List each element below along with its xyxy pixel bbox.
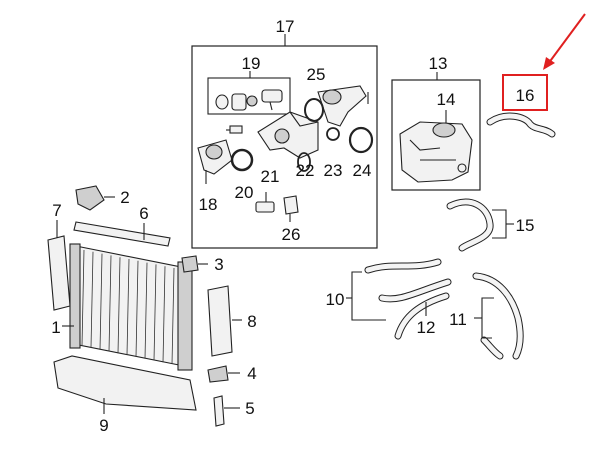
seal-ring-25: [304, 98, 324, 122]
lower-shield-9: [53, 355, 197, 411]
pointer-arrow-shaft: [547, 13, 586, 65]
fitting-26: [283, 195, 299, 222]
hose-11: [472, 272, 524, 360]
seal-22: [297, 152, 311, 172]
callout-7: 7: [52, 201, 61, 220]
callout-5: 5: [245, 399, 254, 418]
hose-10: [364, 258, 452, 303]
hose-12: [394, 292, 450, 340]
expansion-tank: [399, 121, 473, 183]
sensor-kit-parts: [215, 89, 283, 111]
hose-15: [446, 198, 494, 252]
radiator-1: [69, 243, 193, 371]
seal-24: [348, 126, 374, 154]
callout-13: 13: [429, 54, 448, 73]
bracket-2: [75, 185, 105, 211]
group-box-13: [391, 79, 481, 191]
callout-4: 4: [247, 364, 256, 383]
clip-4: [207, 365, 229, 383]
bracket-15: [492, 209, 507, 239]
thermostat-housing: [226, 111, 319, 159]
fastener-5: [213, 395, 225, 427]
callout-6: 6: [139, 204, 148, 223]
callout-11: 11: [449, 310, 467, 329]
callout-17: 17: [276, 17, 295, 36]
hose-16: [486, 112, 556, 138]
callout-21: 21: [261, 167, 280, 186]
callout-24: 24: [353, 161, 372, 180]
callout-10: 10: [326, 290, 345, 309]
callout-26: 26: [282, 225, 301, 244]
callout-22: 22: [296, 161, 315, 180]
callout-16: 16: [516, 86, 535, 105]
callout-12: 12: [417, 318, 436, 337]
bracket-10: [351, 271, 386, 321]
callout-1: 1: [51, 318, 60, 337]
callout-9: 9: [99, 416, 108, 435]
deflector-8: [207, 285, 233, 357]
callout-18: 18: [199, 195, 218, 214]
thermostat-18: [197, 139, 233, 184]
seal-23: [326, 127, 340, 141]
pointer-arrow-head: [543, 57, 555, 70]
callout-25: 25: [307, 65, 326, 84]
outlet-elbow-25: [317, 85, 369, 127]
callout-8: 8: [247, 312, 256, 331]
o-ring-20: [230, 148, 254, 172]
highlight-box-16: [502, 74, 548, 111]
sensor-21: [255, 192, 275, 213]
side-seal-7: [47, 235, 71, 311]
upper-support-6: [73, 221, 171, 247]
callout-3: 3: [214, 255, 223, 274]
callout-14: 14: [437, 90, 456, 109]
callout-15: 15: [516, 216, 535, 235]
bracket-11: [481, 297, 494, 339]
callout-20: 20: [235, 183, 254, 202]
group-box-19: [207, 77, 291, 115]
callout-2: 2: [120, 188, 129, 207]
callout-19: 19: [242, 54, 261, 73]
mount-3: [181, 255, 199, 273]
callout-23: 23: [324, 161, 343, 180]
